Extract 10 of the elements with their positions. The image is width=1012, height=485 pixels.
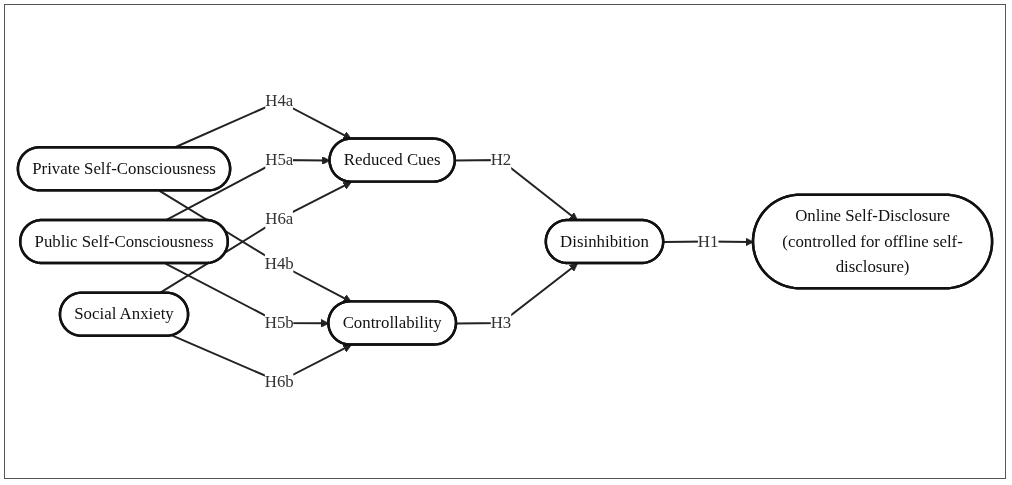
edge-label: H4a [265,91,294,111]
edge-label: H2 [490,150,512,170]
figure-border: H4a H5a H2 H6a H1 H4b H5b H3 H6b Private Self-Consciousness Public Self-Consciousness Social Anxiety Reduced Cues Controllability Disinhibition Online Self-Disclosure (controlled for offline self-disclosure) [4,4,1006,479]
edge-label: H1 [697,231,719,251]
edge-label: H6b [264,372,294,391]
edge-label: H4b [264,254,294,274]
edge-label: H6a [265,209,294,229]
edge-label: H5b [264,313,294,333]
edge-label: H3 [490,313,512,333]
edge-label: H5a [265,150,294,170]
